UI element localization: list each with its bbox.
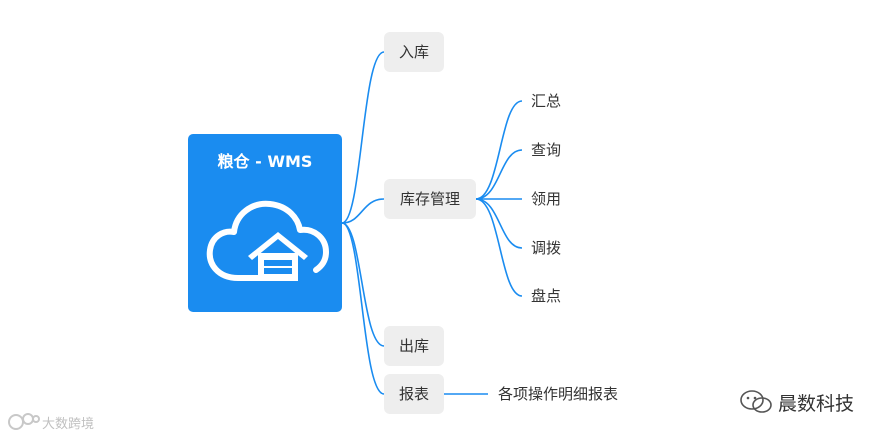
watermark-logo-icon xyxy=(8,413,40,430)
connector-root-outbound xyxy=(341,222,385,347)
leaf-operation-detail-report[interactable]: 各项操作明细报表 xyxy=(498,385,619,403)
leaf-transfer[interactable]: 调拨 xyxy=(531,239,562,257)
connector-root-reports xyxy=(341,222,385,395)
leaf-summary[interactable]: 汇总 xyxy=(531,92,562,110)
watermark-right-text: 晨数科技 xyxy=(778,393,855,415)
connector-inventory-query xyxy=(475,149,523,200)
branch-outbound[interactable]: 出库 xyxy=(384,326,444,366)
branch-inbound[interactable]: 入库 xyxy=(384,32,444,72)
leaf-query[interactable]: 查询 xyxy=(531,141,562,159)
connector-root-inventory xyxy=(341,198,385,224)
root-title: 粮仓 - WMS xyxy=(217,152,313,171)
connector-inventory-transfer xyxy=(475,198,523,249)
leaf-stocktake[interactable]: 盘点 xyxy=(531,287,562,305)
connector-inventory-stocktake xyxy=(475,198,523,297)
connector-inventory-summary xyxy=(475,100,523,200)
leaf-use[interactable]: 领用 xyxy=(531,190,562,208)
branch-inventory-management[interactable]: 库存管理 xyxy=(384,179,476,219)
wechat-icon xyxy=(740,390,772,413)
root-node[interactable]: 粮仓 - WMS xyxy=(188,134,342,312)
cloud-warehouse-icon xyxy=(206,200,329,281)
connector-root-inbound xyxy=(341,51,385,224)
watermark-left-text: 大数跨境 xyxy=(42,417,95,432)
branch-reports[interactable]: 报表 xyxy=(384,374,444,414)
